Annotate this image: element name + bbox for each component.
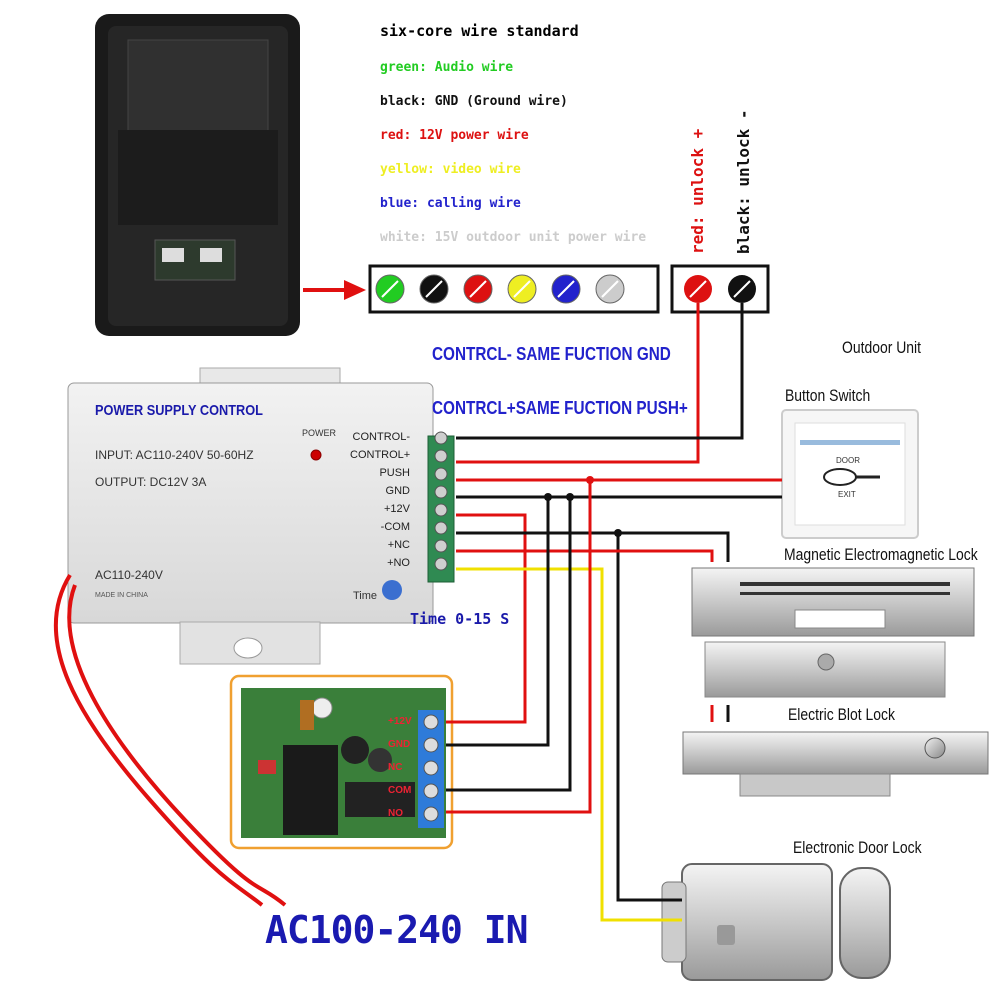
unlock-plus-label: red: unlock +	[688, 128, 707, 254]
door-lock-image	[661, 863, 891, 981]
legend-title: six-core wire standard	[380, 22, 579, 40]
psu-input: INPUT: AC110-240V 50-60HZ	[95, 448, 254, 462]
control-minus-note: CONTRCL- SAME FUCTION GND	[432, 344, 671, 364]
legend-item: white: 15V outdoor unit power wire	[380, 230, 647, 245]
door-lock-label: Electronic Door Lock	[793, 838, 922, 857]
psu-terminal-label: PUSH	[379, 467, 410, 479]
outdoor-unit-image	[95, 14, 300, 336]
psu-time-label: Time	[353, 590, 378, 602]
button-switch-image	[781, 409, 919, 539]
legend-item: black: GND (Ground wire)	[380, 94, 568, 109]
receiver-terminal-label: COM	[388, 785, 412, 796]
psu-made-in: MADE IN CHINA	[95, 592, 148, 599]
mag-lock-label: Magnetic Electromagnetic Lock	[784, 545, 978, 564]
psu-terminal-label: +NO	[387, 557, 410, 569]
legend-item: green: Audio wire	[380, 60, 514, 75]
receiver-terminal-label: NC	[388, 762, 403, 773]
ac-input-label: AC100-240 IN	[265, 908, 529, 952]
psu-terminal-label: CONTROL-	[352, 431, 410, 443]
power-supply-box	[67, 367, 434, 665]
psu-terminal-label: CONTROL+	[350, 449, 411, 461]
psu-ac: AC110-240V	[95, 568, 163, 582]
button-switch-label: Button Switch	[785, 386, 871, 405]
button-exit-text: EXIT	[838, 490, 856, 499]
psu-terminal-label: GND	[385, 485, 410, 497]
button-door-text: DOOR	[836, 456, 860, 465]
magnetic-lock-image	[691, 567, 975, 698]
control-plus-note: CONTRCL+SAME FUCTION PUSH+	[432, 398, 688, 418]
time-range-label: Time 0-15 S	[410, 610, 510, 628]
outdoor-unit-label: Outdoor Unit	[842, 338, 922, 357]
remote-receiver	[229, 674, 454, 850]
receiver-terminal-label: GND	[388, 739, 411, 750]
receiver-terminal-label: +12V	[388, 716, 412, 727]
legend-item: red: 12V power wire	[380, 128, 529, 143]
receiver-terminal-label: NO	[388, 808, 403, 819]
bolt-lock-label: Electric Blot Lock	[788, 705, 895, 724]
legend-item: blue: calling wire	[380, 196, 521, 211]
wiring-lines	[446, 303, 782, 922]
bolt-lock-image	[682, 731, 989, 797]
psu-terminal-label: -COM	[380, 521, 410, 533]
legend-item: yellow: video wire	[380, 162, 521, 177]
psu-power-label: POWER	[302, 428, 337, 438]
psu-terminal-label: +12V	[384, 503, 410, 515]
psu-title: POWER SUPPLY CONTROL	[95, 402, 263, 419]
psu-terminal-label: +NC	[387, 539, 410, 551]
psu-output: OUTPUT: DC12V 3A	[95, 475, 207, 489]
arrow-icon	[303, 280, 366, 300]
unlock-minus-label: black: unlock -	[734, 109, 753, 255]
